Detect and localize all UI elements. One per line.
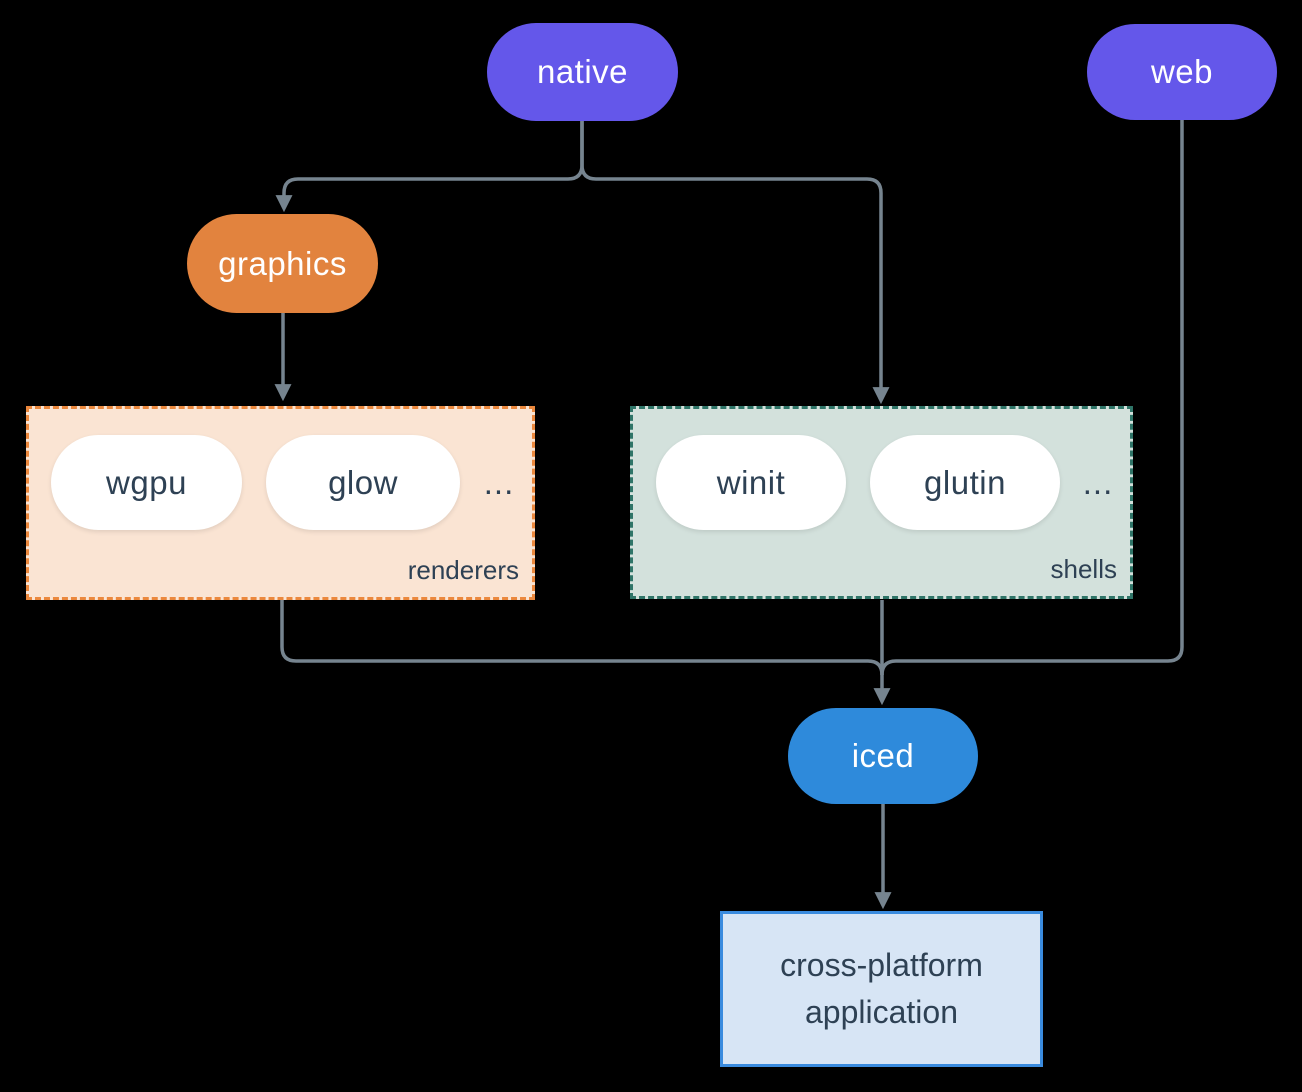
node-graphics-label: graphics	[218, 244, 347, 282]
group-renderers: wgpu glow ... renderers	[26, 406, 535, 600]
application-label-line1: cross-platform	[780, 947, 983, 983]
node-web-label: web	[1150, 53, 1214, 90]
node-wgpu: wgpu	[51, 435, 242, 530]
node-winit: winit	[656, 435, 846, 530]
node-glutin: glutin	[870, 435, 1060, 530]
node-glow: glow	[266, 435, 460, 530]
node-native-label: native	[536, 53, 629, 90]
node-iced-label: iced	[851, 737, 915, 774]
shells-ellipsis: ...	[1082, 463, 1114, 501]
node-winit-label: winit	[716, 463, 786, 501]
application-label-line2: application	[805, 994, 958, 1030]
node-iced: iced	[788, 708, 978, 804]
renderers-ellipsis: ...	[483, 463, 515, 501]
group-renderers-label: renderers	[407, 555, 519, 585]
node-cross-platform-application: cross-platform application	[720, 911, 1043, 1067]
group-shells: winit glutin ... shells	[630, 406, 1133, 599]
node-glutin-label: glutin	[924, 463, 1006, 501]
node-glow-label: glow	[328, 463, 398, 501]
node-web: web	[1087, 24, 1277, 120]
node-native: native	[487, 23, 678, 121]
edge-native-graphics	[275, 121, 584, 213]
edge-native-shells	[580, 121, 890, 405]
node-graphics: graphics	[187, 214, 378, 313]
group-shells-label: shells	[1050, 554, 1117, 584]
node-wgpu-label: wgpu	[106, 463, 187, 501]
edge-renderers-merge	[280, 600, 884, 676]
